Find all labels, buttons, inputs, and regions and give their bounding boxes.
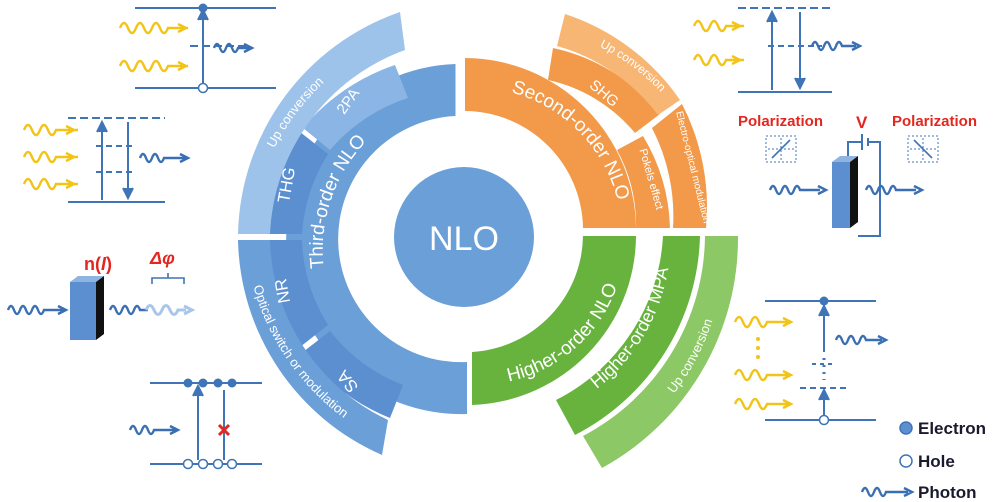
legend-electron: Electron [918,419,986,438]
polarizer-left-icon [765,135,797,163]
segment-eo-modulation [652,104,707,228]
voltage-label: V [856,113,868,132]
sa-diagram [150,382,262,465]
segment-higher-mpa [556,236,700,435]
blue-photon-icon [6,304,69,316]
eo-circuit [847,134,881,237]
legend: Electron Hole Photon [860,419,986,502]
third-order-outer-bottom [238,240,388,455]
thg-diagram [68,117,165,203]
higher-order-outer [583,236,739,468]
segment-shg [548,48,660,133]
label-nr: NR [271,277,294,304]
upconversion-2pa-diagram [135,7,276,89]
nonlinear-crystal [70,276,104,340]
phase-bracket [151,273,185,284]
blue-photon-icon [212,42,255,54]
legend-hole: Hole [918,452,955,471]
shifted-photon-icon [144,304,196,316]
segment-thg [267,132,328,234]
electron-legend-icon [899,421,913,435]
photon-legend-icon [860,486,915,498]
blue-photon-icon [810,40,863,52]
electron-icon [198,378,208,388]
yellow-photon-icon [22,150,78,164]
segment-2pa [303,65,408,150]
blue-photon-icon [128,424,181,436]
third-order-outer-top [238,12,405,234]
yellow-photon-icon [733,315,794,329]
yellow-photon-icon [733,397,794,411]
yellow-photon-icon [118,59,189,73]
blue-photon-icon [108,304,148,316]
hole-icon [212,458,224,470]
hole-icon [226,458,238,470]
segment-pokels [617,136,670,228]
electron-icon [227,378,237,388]
hole-icon [197,458,209,470]
hole-icon [197,82,209,94]
legend-photon: Photon [918,483,977,502]
yellow-photon-icon [733,368,794,382]
blue-photon-icon [834,334,889,346]
center-circle [394,167,534,307]
yellow-photon-icon [22,123,78,137]
blue-photon-icon [864,184,925,196]
photon-ellipsis-icon [756,337,760,359]
electron-icon [183,378,193,388]
yellow-photon-icon [692,19,744,33]
yellow-photon-icon [118,21,189,35]
hole-icon [182,458,194,470]
second-order-ring [465,58,636,228]
electron-icon [819,296,829,306]
blue-photon-icon [138,152,191,164]
yellow-photon-icon [692,53,744,67]
third-order-ring [286,64,467,415]
blocked-cross-icon [217,423,231,437]
segment-sa [303,331,403,418]
shg-diagram [738,7,832,93]
mpa-diagram [765,300,876,421]
refractive-index-label: n(I) [84,254,112,274]
polarization-left-label: Polarization [738,113,823,130]
electron-icon [213,378,223,388]
polarization-right-label: Polarization [892,113,977,130]
eo-crystal [832,156,858,228]
blue-photon-icon [768,184,829,196]
yellow-photon-icon [22,177,78,191]
second-order-outer [557,14,680,115]
center-label: NLO [429,220,499,258]
hole-legend-icon [899,454,913,468]
higher-order-ring [472,236,636,405]
hole-icon [818,414,830,426]
polarizer-right-icon [907,135,939,163]
segment-nr [268,240,328,347]
phase-shift-label: Δφ [149,248,175,268]
electron-icon [198,3,208,13]
